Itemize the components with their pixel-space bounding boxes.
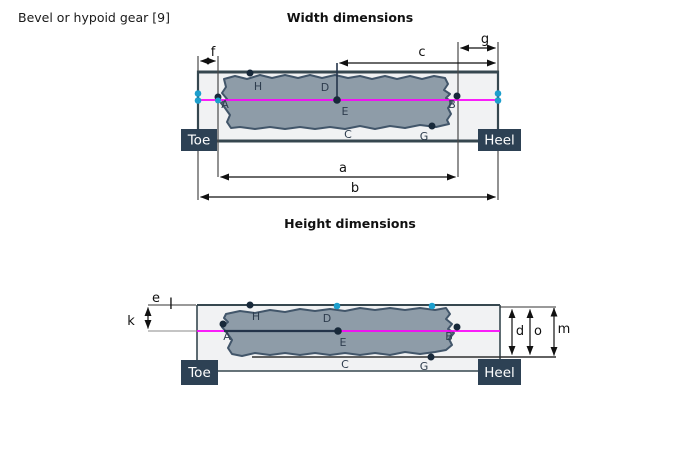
width-diagram-title: Width dimensions xyxy=(286,10,414,25)
height-diagram-title: Height dimensions xyxy=(284,216,416,231)
dim-label-a: a xyxy=(339,161,347,176)
point-label-D: D xyxy=(321,81,329,94)
width-diagram: f c g a b A H D E xyxy=(181,32,521,201)
heel-label: Heel xyxy=(484,365,515,381)
figure-caption: Bevel or hypoid gear [9] xyxy=(18,10,170,25)
point-label-B: B xyxy=(445,330,453,343)
point-label-H: H xyxy=(254,80,262,93)
dimension-arrows xyxy=(144,307,558,356)
dim-label-m: m xyxy=(558,322,571,337)
dim-label-e: e xyxy=(152,291,160,306)
point-label-B: B xyxy=(448,98,456,111)
dimension-arrows xyxy=(200,44,496,201)
dim-label-k: k xyxy=(127,314,135,329)
extension-lines xyxy=(148,304,556,358)
point-label-C: C xyxy=(341,358,349,371)
dim-label-g: g xyxy=(481,32,489,47)
heel-box xyxy=(478,129,521,151)
point-label-E: E xyxy=(342,105,349,118)
dim-label-o: o xyxy=(534,324,542,339)
point-label-A: A xyxy=(223,330,231,343)
cyan-point-markers xyxy=(333,302,436,310)
toe-box xyxy=(181,129,217,151)
toe-box xyxy=(181,360,218,385)
heel-box xyxy=(478,359,521,385)
dim-label-c: c xyxy=(418,45,425,60)
toe-label: Toe xyxy=(187,365,211,381)
dim-label-d: d xyxy=(516,324,524,339)
point-label-G: G xyxy=(420,130,429,143)
point-label-E: E xyxy=(340,336,347,349)
dark-point-markers xyxy=(219,301,461,361)
height-diagram: k e l d o m A H D E B C xyxy=(127,291,570,385)
point-label-H: H xyxy=(252,310,260,323)
dim-label-l-tick: l xyxy=(169,295,173,313)
dim-label-b: b xyxy=(351,181,359,196)
dim-label-f: f xyxy=(211,45,216,60)
point-label-D: D xyxy=(323,312,331,325)
point-label-A: A xyxy=(221,98,229,111)
point-label-C: C xyxy=(344,128,352,141)
cyan-point-markers xyxy=(194,90,502,104)
heel-label: Heel xyxy=(484,133,515,149)
point-label-G: G xyxy=(420,360,429,373)
toe-label: Toe xyxy=(187,133,211,149)
